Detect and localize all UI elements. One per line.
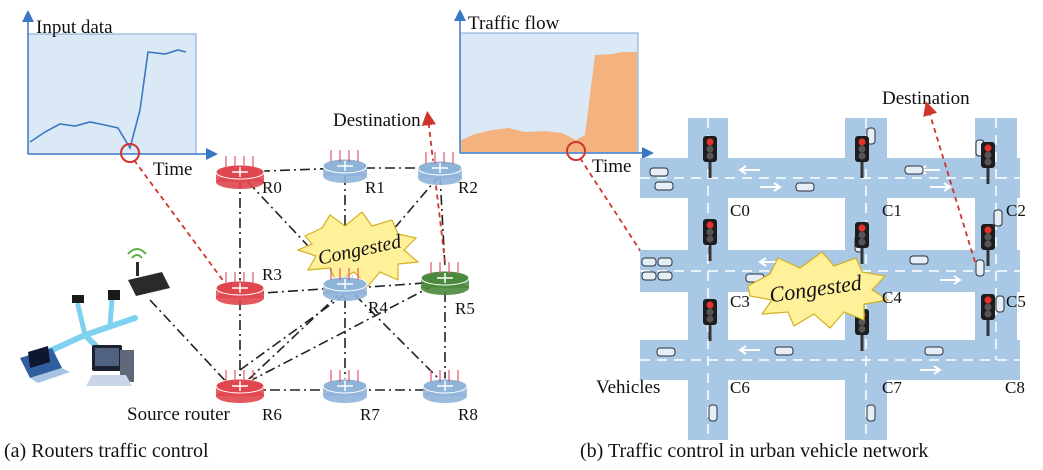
router-r5: R5 (420, 262, 475, 318)
destination-label-left: Destination (333, 110, 421, 131)
congested-burst-right (747, 251, 890, 329)
intersection-c8: C8 (1005, 378, 1025, 397)
congested-burst-left (296, 211, 420, 287)
traffic-light (855, 136, 869, 178)
flow-highlight-circle (566, 141, 586, 161)
road-network (640, 118, 1020, 440)
router-label-r5: R5 (455, 299, 475, 318)
intersection-c7: C7 (882, 378, 902, 397)
router-r1: R1 (322, 150, 385, 197)
traffic-flow-label: Traffic flow (468, 13, 560, 34)
router-label-r2: R2 (458, 178, 478, 197)
traffic-light (703, 136, 717, 178)
input-data-curve (29, 49, 187, 151)
intersection-c0: C0 (730, 201, 750, 220)
router-r2: R2 (417, 152, 478, 197)
destination-arrow-left (421, 110, 446, 263)
vehicles-label: Vehicles (596, 377, 660, 398)
vehicles (641, 127, 1005, 422)
flow-to-road-link (579, 157, 646, 259)
traffic-light (855, 222, 869, 264)
router-label-r3: R3 (262, 265, 282, 284)
intersection-c5: C5 (1006, 292, 1026, 311)
router-r0: R0 (215, 156, 282, 197)
router-label-r7: R7 (360, 405, 380, 424)
caption-left: (a) Routers traffic control (4, 440, 209, 462)
router-label-r6: R6 (262, 405, 282, 424)
router-r3: R3 (215, 265, 282, 305)
intersection-c3: C3 (730, 292, 750, 311)
caption-right: (b) Traffic control in urban vehicle net… (580, 440, 929, 462)
router-label-r1: R1 (365, 178, 385, 197)
pc-cluster (20, 248, 170, 386)
intersection-c4: C4 (882, 288, 902, 307)
traffic-light (981, 224, 995, 266)
router-r8: R8 (422, 370, 478, 424)
traffic-light (703, 219, 717, 261)
router-r7: R7 (322, 370, 380, 424)
traffic-flow-area (461, 52, 637, 152)
router-r4: R4 (322, 268, 388, 317)
router-r6: R6 (215, 370, 282, 424)
traffic-lights (703, 136, 995, 351)
input-data-inset (22, 10, 218, 163)
intersection-c2: C2 (1006, 201, 1026, 220)
input-highlight-circle (120, 143, 140, 163)
router-links (149, 167, 446, 391)
traffic-light (981, 294, 995, 336)
traffic-light (981, 142, 995, 184)
traffic-flow-inset (454, 9, 654, 161)
router-label-r8: R8 (458, 405, 478, 424)
intersection-c6: C6 (730, 378, 750, 397)
destination-label-right: Destination (882, 88, 970, 109)
input-data-label: Input data (36, 17, 113, 38)
flow-time-label: Time (592, 156, 631, 177)
traffic-light (703, 299, 717, 341)
router-label-r0: R0 (262, 178, 282, 197)
source-router-label: Source router (127, 404, 231, 425)
router-label-r4: R4 (368, 298, 388, 317)
input-time-label: Time (153, 159, 192, 180)
intersection-c1: C1 (882, 201, 902, 220)
